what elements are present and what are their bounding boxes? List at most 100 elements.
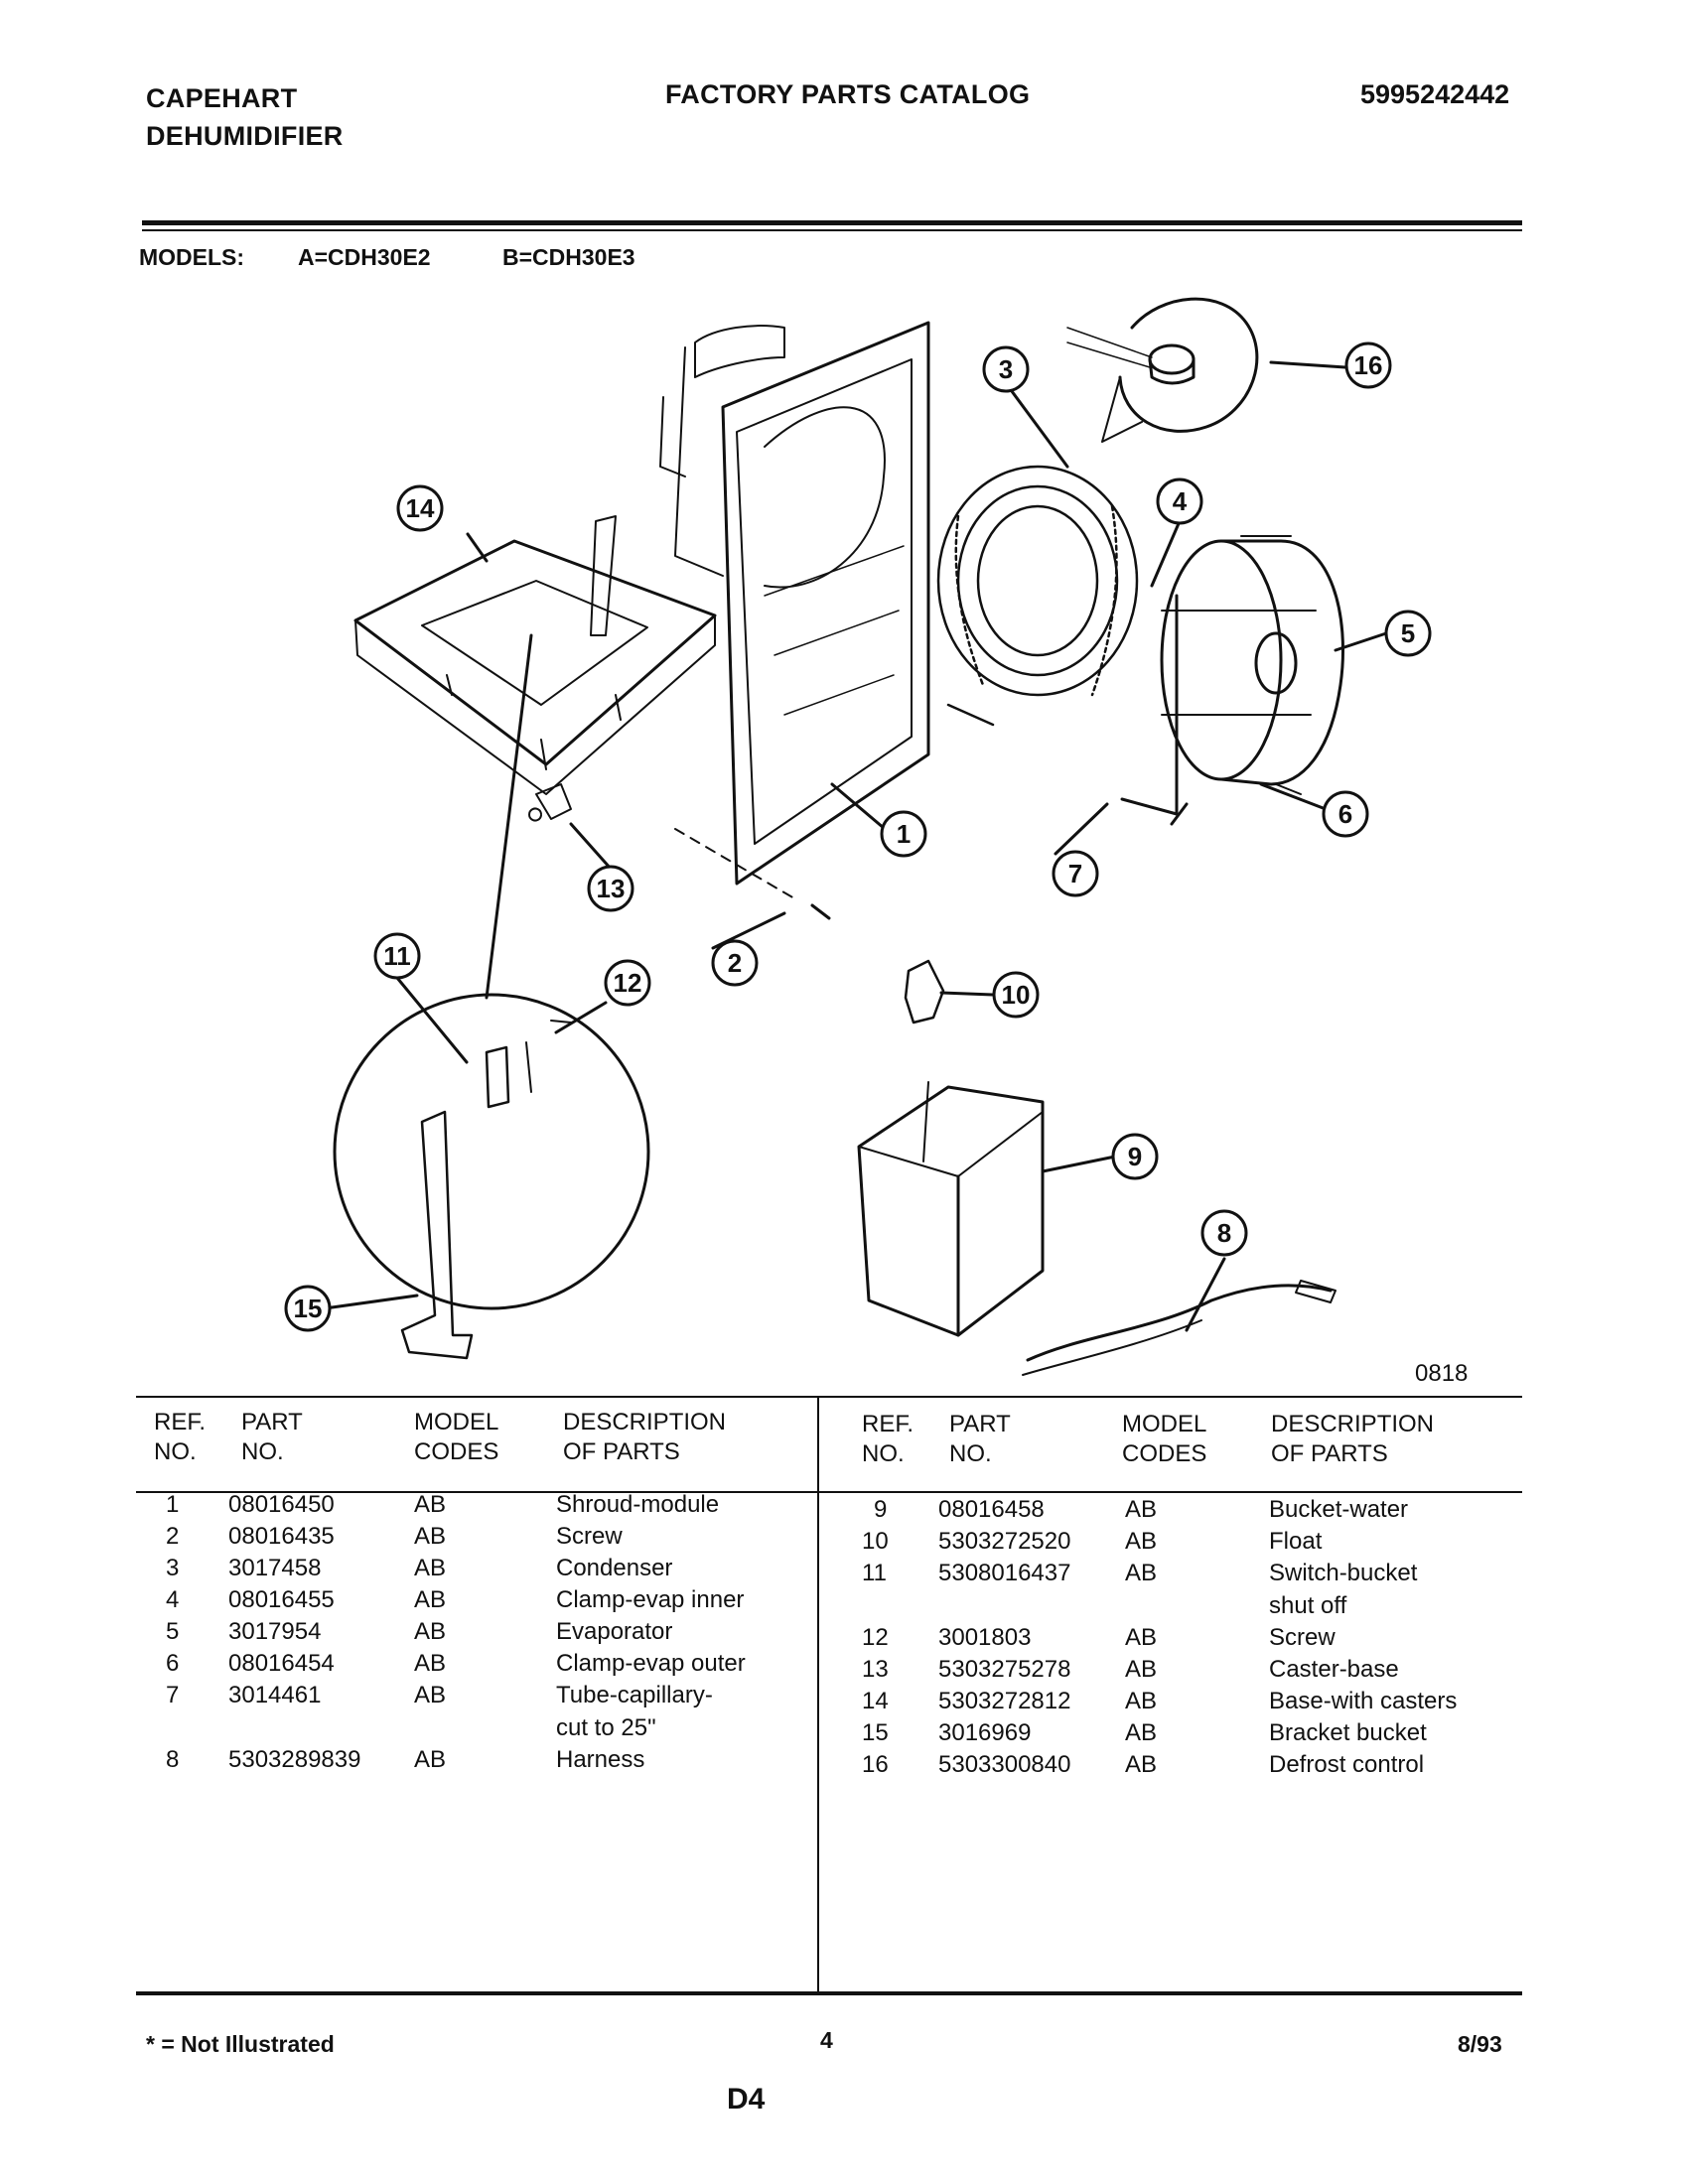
table-row: 12 3001803 AB Screw — [862, 1622, 1557, 1654]
table-row: 13 5303275278 AB Caster-base — [862, 1654, 1557, 1686]
callout-5: 5 — [1401, 618, 1415, 648]
part-no: 3016969 — [938, 1719, 1032, 1746]
models-label: MODELS: — [139, 244, 245, 270]
table-row: 4 08016455 AB Clamp-evap inner — [154, 1584, 849, 1616]
model-code: AB — [1125, 1624, 1158, 1651]
part-no: 5303272520 — [938, 1528, 1071, 1555]
ref-no: 9 — [874, 1496, 888, 1523]
header-rule-thin — [142, 229, 1522, 231]
col-part-header: PART NO. — [241, 1409, 303, 1465]
description: Switch-bucket shut off — [1269, 1560, 1418, 1619]
model-code: AB — [414, 1586, 447, 1613]
callout-15: 15 — [294, 1294, 323, 1323]
callout-3: 3 — [999, 354, 1013, 384]
model-code: AB — [414, 1650, 447, 1677]
page-number: 4 — [820, 2027, 833, 2053]
ref-no: 2 — [166, 1523, 180, 1550]
ref-no: 16 — [862, 1751, 889, 1778]
defrost-control-drawing — [1066, 297, 1259, 443]
col-part-header: PART NO. — [949, 1411, 1011, 1467]
callout-7: 7 — [1068, 859, 1082, 888]
table-row: 10 5303272520 AB Float — [862, 1526, 1557, 1558]
product-type: DEHUMIDIFIER — [146, 121, 344, 151]
ref-no: 5 — [166, 1618, 180, 1645]
part-no: 5303272812 — [938, 1688, 1071, 1714]
description: Evaporator — [556, 1618, 673, 1645]
table-row: 16 5303300840 AB Defrost control — [862, 1749, 1557, 1781]
callout-8: 8 — [1217, 1218, 1231, 1248]
page-code: D4 — [727, 2083, 766, 2116]
callout-4: 4 — [1173, 486, 1188, 516]
brand-name: CAPEHART — [146, 83, 298, 113]
ref-no: 4 — [166, 1586, 180, 1613]
table-row: 1 08016450 AB Shroud-module — [154, 1489, 849, 1521]
table-header-rule — [136, 1491, 1522, 1493]
figure-code: 0818 — [1415, 1360, 1469, 1387]
callout-13: 13 — [597, 874, 626, 903]
ref-no: 14 — [862, 1688, 889, 1714]
part-no: 3001803 — [938, 1624, 1032, 1651]
description: Harness — [556, 1746, 645, 1773]
part-no: 08016458 — [938, 1496, 1045, 1523]
model-code: AB — [414, 1523, 447, 1550]
ref-no: 8 — [166, 1746, 180, 1773]
description: Clamp-evap inner — [556, 1586, 745, 1613]
callout-6: 6 — [1338, 799, 1352, 829]
table-row: 9 08016458 AB Bucket-water — [862, 1494, 1557, 1526]
col-ref-header: REF. NO. — [154, 1409, 207, 1465]
model-code: AB — [1125, 1719, 1158, 1746]
description: Caster-base — [1269, 1656, 1399, 1683]
part-no: 5308016437 — [938, 1560, 1071, 1586]
ref-no: 15 — [862, 1719, 889, 1746]
ref-no: 11 — [862, 1560, 887, 1586]
table-row: 3 3017458 AB Condenser — [154, 1553, 849, 1584]
description: Condenser — [556, 1555, 673, 1581]
description: Tube-capillary- cut to 25" — [556, 1682, 713, 1741]
ref-no: 6 — [166, 1650, 180, 1677]
part-no: 08016454 — [228, 1650, 335, 1677]
shroud-module-drawing — [659, 321, 930, 886]
col-model-header: MODEL CODES — [414, 1409, 499, 1465]
catalog-title: FACTORY PARTS CATALOG — [665, 79, 1031, 109]
col-ref-header: REF. NO. — [862, 1411, 914, 1467]
description: Bracket bucket — [1269, 1719, 1427, 1746]
callout-9: 9 — [1128, 1142, 1142, 1171]
callout-12: 12 — [614, 968, 642, 998]
table-row: 15 3016969 AB Bracket bucket — [862, 1717, 1557, 1749]
description: Defrost control — [1269, 1751, 1425, 1778]
model-code: AB — [1125, 1656, 1158, 1683]
condenser-coil-drawing — [936, 465, 1139, 727]
table-row: 14 5303272812 AB Base-with casters — [862, 1686, 1557, 1717]
part-no: 3017458 — [228, 1555, 322, 1581]
base-drawing — [353, 515, 717, 795]
callout-10: 10 — [1002, 980, 1031, 1010]
model-code: AB — [1125, 1496, 1158, 1523]
brand-block: CAPEHART DEHUMIDIFIER — [146, 79, 344, 155]
ref-no: 13 — [862, 1656, 889, 1683]
description: Screw — [556, 1523, 623, 1550]
description: Screw — [1269, 1624, 1336, 1651]
table-bottom-rule — [136, 1991, 1522, 1995]
not-illustrated-note: * = Not Illustrated — [146, 2031, 335, 2057]
ref-no: 10 — [862, 1528, 889, 1555]
table-row: 7 3014461 AB Tube-capillary- cut to 25" — [154, 1680, 849, 1741]
table-top-rule — [136, 1396, 1522, 1398]
description: Clamp-evap outer — [556, 1650, 746, 1677]
table-row: 8 5303289839 AB Harness — [154, 1744, 849, 1776]
ref-no: 3 — [166, 1555, 180, 1581]
revision-date: 8/93 — [1458, 2031, 1502, 2057]
description: Shroud-module — [556, 1491, 720, 1518]
callout-numbers: 1 2 3 4 5 6 7 8 9 10 11 12 13 14 15 16 — [294, 350, 1416, 1323]
header-rule-thick — [142, 220, 1522, 225]
table-row: 6 08016454 AB Clamp-evap outer — [154, 1648, 849, 1680]
part-no: 5303300840 — [938, 1751, 1071, 1778]
model-a: A=CDH30E2 — [298, 244, 431, 270]
col-model-header: MODEL CODES — [1122, 1411, 1207, 1467]
model-code: AB — [414, 1682, 447, 1708]
model-code: AB — [414, 1491, 447, 1518]
col-desc-header: DESCRIPTION OF PARTS — [563, 1409, 727, 1465]
callout-2: 2 — [728, 948, 742, 978]
callout-1: 1 — [897, 819, 911, 849]
part-no: 5303289839 — [228, 1746, 361, 1773]
model-code: AB — [414, 1746, 447, 1773]
